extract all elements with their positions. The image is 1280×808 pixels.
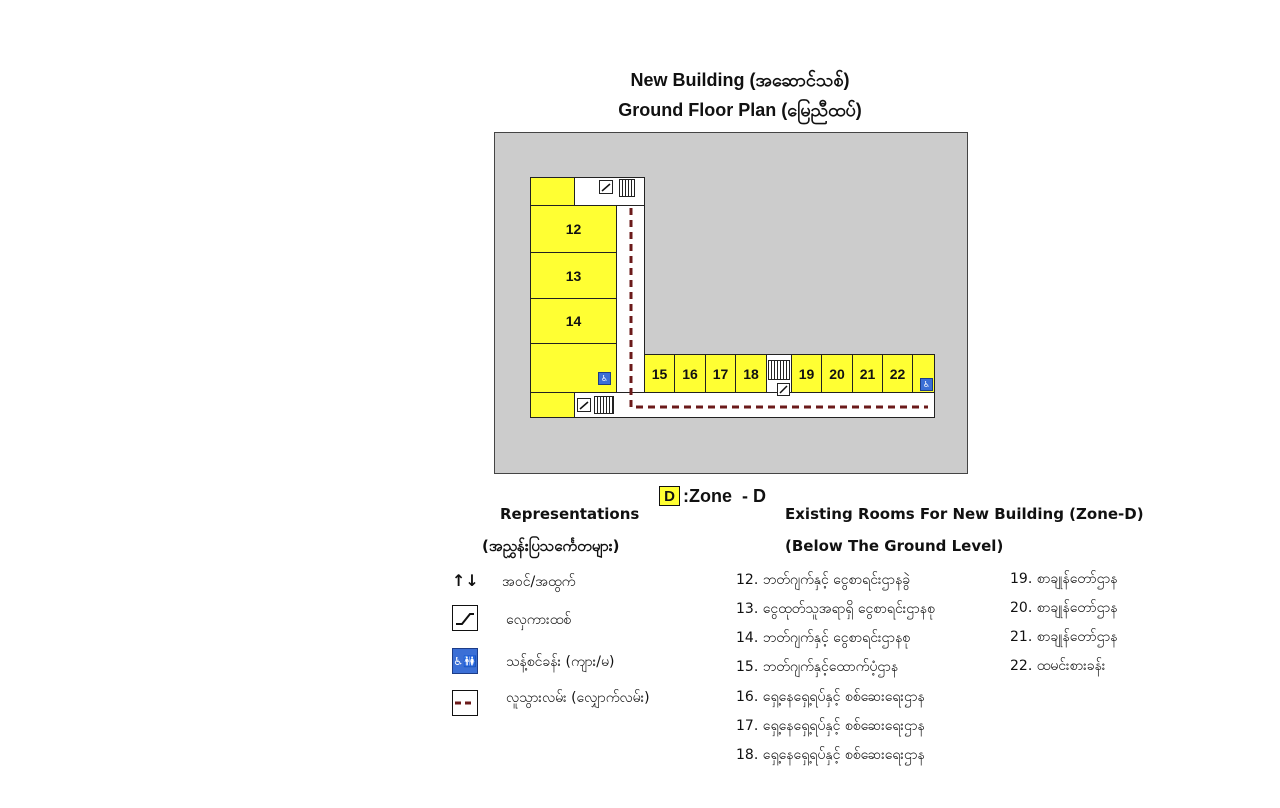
room-list-item: 15. ဘတ်ဂျက်နှင့်ထောက်ပံ့ဌာန: [736, 659, 899, 675]
elevator-icon: [599, 180, 613, 194]
room-19: 19: [791, 354, 822, 393]
room-17: 17: [705, 354, 736, 393]
room-list-item: 22. ထမင်းစားခန်း: [1010, 658, 1106, 674]
legend-label-walkway: လူသွားလမ်း (လျှောက်လမ်း): [506, 690, 650, 706]
plan-title: New Building (အဆောင်သစ်): [630, 70, 850, 90]
elevator-icon: [577, 398, 591, 412]
room-list-item: 18. ရှေ့နေရှေ့ရပ်နှင့် စစ်ဆေးရေးဌာန: [736, 747, 925, 763]
room-list-item: 13. ငွေထုတ်သူအရာရှိ ငွေစာရင်းဌာနစု: [736, 601, 935, 617]
toilet-icon: ♿: [598, 372, 611, 385]
legend-label-toilet: သန့်စင်ခန်း (ကျား/မ): [506, 654, 615, 670]
room-22: 22: [882, 354, 913, 393]
room-list-item: 17. ရှေ့နေရှေ့ရပ်နှင့် စစ်ဆေးရေးဌာန: [736, 718, 925, 734]
room-21: 21: [852, 354, 883, 393]
stairs-icon: [768, 360, 790, 380]
zone-badge: D: [659, 486, 680, 506]
walkway-icon: [452, 690, 478, 716]
room-16: 16: [674, 354, 706, 393]
elevator-icon: [777, 383, 790, 396]
legend-subheading: (အညွှန်းပြသင်္ကေတများ): [482, 537, 620, 555]
room-unlabeled-bottom: [530, 392, 575, 418]
room-20: 20: [821, 354, 853, 393]
legend-heading: Representations: [500, 505, 640, 523]
room-list-item: 20. စာချုန်တော်ဌာန: [1010, 600, 1118, 616]
room-12: 12: [530, 205, 617, 253]
room-list-item: 12. ဘတ်ဂျက်နှင့် ငွေစာရင်းဌာနခွဲ: [736, 572, 911, 588]
room-list-item: 19. စာချုန်တော်ဌာန: [1010, 571, 1118, 587]
up-down-arrows-icon: ↑↓: [452, 571, 479, 590]
zone-label: :Zone - D: [683, 486, 766, 506]
room-list-item: 14. ဘတ်ဂျက်နှင့် ငွေစာရင်းဌာနစု: [736, 630, 911, 646]
rooms-subheading: (Below The Ground Level): [785, 537, 1004, 555]
legend-label-stairs: လှေကားထစ်: [506, 612, 572, 628]
elevator-icon: [452, 605, 478, 631]
toilet-icon: ♿🚻: [452, 648, 478, 674]
plan-subtitle: Ground Floor Plan (မြေညီထပ်): [618, 100, 862, 120]
stairs-icon: [619, 179, 635, 197]
toilet-icon: ♿: [920, 378, 933, 391]
room-13: 13: [530, 252, 617, 299]
rooms-heading: Existing Rooms For New Building (Zone-D): [785, 505, 1144, 523]
room-list-item: 16. ရှေ့နေရှေ့ရပ်နှင့် စစ်ဆေးရေးဌာန: [736, 689, 925, 705]
stairs-icon: [594, 396, 614, 414]
room-list-item: 21. စာချုန်တော်ဌာန: [1010, 629, 1118, 645]
legend-label-entrance: အဝင်/အထွက်: [502, 574, 576, 590]
